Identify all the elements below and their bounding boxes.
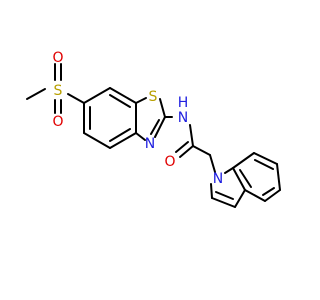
bond-nh-co	[189, 124, 194, 147]
bond-c2i-c3i-inner	[215, 191, 234, 200]
bond-c7-c7a	[109, 87, 137, 104]
bond-c4-c5	[83, 132, 111, 149]
bond-c3a-c4	[109, 132, 137, 149]
atom-label-o-sulfonyl-top: O	[52, 50, 63, 66]
bond-c7ai-c7i	[232, 152, 255, 169]
atom-label-o-sulfonyl-bottom: O	[52, 114, 63, 130]
atom-label-nh-amide: N	[178, 110, 188, 126]
bond-c2i-c3i	[211, 197, 236, 208]
bond-s-c6	[67, 93, 85, 104]
bond-c4i-c3ai	[244, 189, 266, 202]
bond-c7-c7a-inner	[109, 94, 131, 108]
bond-c3ai-c7ai-inner	[239, 169, 252, 188]
bond-methyl-s	[26, 88, 46, 100]
bond-c5i-c4i	[264, 189, 281, 202]
molecule-structure: S O O S N H N O N	[26, 50, 281, 208]
bond-co-ch2	[192, 145, 211, 156]
bond-n1-c2i	[210, 183, 213, 199]
atom-label-h-amide: H	[178, 95, 189, 111]
atom-label-n-thiazole: N	[145, 136, 155, 152]
atom-label-s-sulfonyl: S	[54, 83, 63, 99]
bond-c7ai-n1	[224, 167, 234, 174]
bond-c7a-s1	[135, 97, 147, 104]
bond-s1-c2	[159, 98, 166, 118]
bond-co-o-a	[179, 145, 194, 158]
bond-c6i-c5i	[276, 163, 281, 191]
bond-co-o-b	[175, 141, 189, 153]
bond-c2-n3-inner	[150, 119, 160, 135]
bond-c7i-c6i	[253, 152, 278, 165]
atom-labels: S O O S N H N O N	[52, 50, 223, 187]
bond-c3ai-c7ai	[232, 167, 246, 191]
bond-c6-c7	[83, 87, 111, 104]
bond-n3-c3a	[135, 132, 146, 141]
bond-c5i-c4i-inner	[262, 187, 275, 196]
atom-label-n-indole: N	[213, 171, 223, 187]
bond-c3a-c4-inner	[109, 128, 131, 142]
bond-c3i-c3ai	[234, 189, 246, 208]
bond-ch2-n-indole	[209, 154, 216, 173]
bond-c7i-c6i-inner	[254, 159, 274, 170]
atom-label-s-thiazole: S	[149, 89, 158, 105]
bond-lines	[26, 63, 281, 208]
bond-c2-n3	[154, 116, 166, 138]
atom-label-o-carbonyl: O	[164, 154, 175, 170]
